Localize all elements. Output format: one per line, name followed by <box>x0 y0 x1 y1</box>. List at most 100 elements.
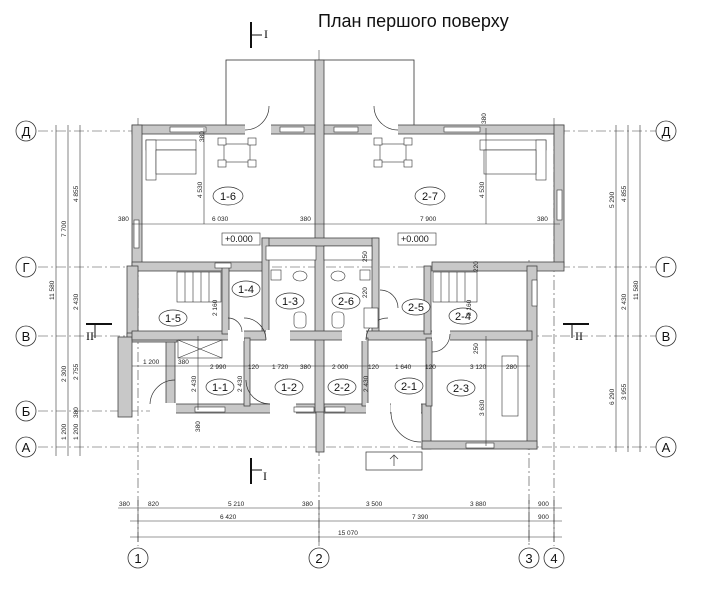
room-2-5: 2-5 <box>401 298 431 316</box>
svg-text:280: 280 <box>506 364 517 371</box>
svg-text:В: В <box>22 329 31 344</box>
axis-4: 4 <box>543 547 565 569</box>
svg-text:2 430: 2 430 <box>191 375 198 392</box>
axis-bubbles-numbers: 1 2 3 4 <box>127 547 565 569</box>
svg-text:1 200: 1 200 <box>73 423 80 440</box>
door-openings <box>150 124 450 414</box>
svg-text:900: 900 <box>538 501 549 508</box>
svg-text:1-2: 1-2 <box>281 382 297 394</box>
svg-text:5 290: 5 290 <box>609 191 616 208</box>
svg-text:3: 3 <box>525 551 532 566</box>
stairs <box>176 271 478 359</box>
section-label-left: II <box>86 329 94 343</box>
svg-text:2-7: 2-7 <box>422 191 438 203</box>
axis-G-left: Г <box>15 256 37 278</box>
axis-D-left: Д <box>15 120 37 142</box>
svg-text:220: 220 <box>473 261 480 272</box>
furniture <box>145 137 547 417</box>
svg-text:3 880: 3 880 <box>470 501 487 508</box>
room-1-5: 1-5 <box>158 309 188 327</box>
svg-text:820: 820 <box>148 501 159 508</box>
svg-text:1-1: 1-1 <box>212 382 228 394</box>
svg-text:2 755: 2 755 <box>73 363 80 380</box>
plan-title: План першого поверху <box>318 11 509 31</box>
section-mark-bottom: I <box>250 458 267 484</box>
svg-text:380: 380 <box>302 501 313 508</box>
svg-text:3 120: 3 120 <box>470 364 487 371</box>
svg-text:250: 250 <box>473 343 480 354</box>
svg-text:Д: Д <box>22 124 31 139</box>
bottom-dimension-lines <box>118 500 562 542</box>
axis-2: 2 <box>308 547 330 569</box>
svg-text:1 720: 1 720 <box>272 364 289 371</box>
svg-text:2 430: 2 430 <box>363 375 370 392</box>
svg-text:6 420: 6 420 <box>220 514 237 521</box>
svg-text:2-3: 2-3 <box>453 383 469 395</box>
svg-text:1-6: 1-6 <box>220 191 236 203</box>
room-1-1: 1-1 <box>205 378 235 396</box>
svg-text:900: 900 <box>538 514 549 521</box>
svg-text:2 000: 2 000 <box>332 364 349 371</box>
room-2-3: 2-3 <box>446 379 476 397</box>
svg-text:2 160: 2 160 <box>466 299 473 316</box>
room-2-1: 2-1 <box>394 377 424 395</box>
svg-text:4 530: 4 530 <box>479 181 486 198</box>
svg-text:Д: Д <box>662 124 671 139</box>
room-1-6: 1-6 <box>212 186 244 206</box>
svg-text:11 580: 11 580 <box>49 280 56 300</box>
axis-D-right: Д <box>655 120 677 142</box>
svg-text:1: 1 <box>134 551 141 566</box>
svg-text:15 070: 15 070 <box>338 530 358 537</box>
svg-text:7 390: 7 390 <box>412 514 429 521</box>
level-right: +0.000 <box>401 234 429 244</box>
svg-text:В: В <box>662 329 671 344</box>
svg-text:380: 380 <box>537 216 548 223</box>
axis-V-left: В <box>15 325 37 347</box>
axis-G-right: Г <box>655 256 677 278</box>
svg-text:Г: Г <box>22 260 29 275</box>
svg-text:380: 380 <box>118 216 129 223</box>
bottom-dimensions: 380 820 5 210 380 3 500 3 880 900 6 420 … <box>119 501 549 537</box>
room-1-4: 1-4 <box>231 280 261 298</box>
svg-text:2: 2 <box>315 551 322 566</box>
axis-bubbles-letters: Д Г В Б А Д Г В А <box>15 120 677 458</box>
svg-text:3 500: 3 500 <box>366 501 383 508</box>
svg-text:380: 380 <box>73 407 80 418</box>
section-label-bottom: I <box>263 469 267 483</box>
svg-text:4 855: 4 855 <box>73 185 80 202</box>
level-marks: +0.000 +0.000 <box>221 232 437 246</box>
section-mark-right: II <box>563 323 589 343</box>
axis-3: 3 <box>518 547 540 569</box>
svg-text:7 900: 7 900 <box>420 216 437 223</box>
svg-text:4 530: 4 530 <box>197 181 204 198</box>
svg-text:380: 380 <box>300 364 311 371</box>
svg-text:220: 220 <box>362 287 369 298</box>
room-1-3: 1-3 <box>275 292 305 310</box>
room-2-4: 2-4 <box>448 307 478 325</box>
svg-text:1 200: 1 200 <box>143 359 160 366</box>
axis-V-right: В <box>655 325 677 347</box>
svg-text:2 990: 2 990 <box>210 364 227 371</box>
svg-text:4 855: 4 855 <box>621 185 628 202</box>
windows <box>133 126 563 449</box>
section-mark-left: II <box>86 323 112 343</box>
svg-text:120: 120 <box>368 364 379 371</box>
svg-text:6 290: 6 290 <box>609 388 616 405</box>
svg-text:380: 380 <box>178 359 189 366</box>
bathroom-fixtures <box>265 245 379 329</box>
svg-text:2 430: 2 430 <box>237 375 244 392</box>
svg-text:Б: Б <box>22 404 31 419</box>
svg-text:2 430: 2 430 <box>73 293 80 310</box>
axis-A-left: А <box>15 436 37 458</box>
level-left: +0.000 <box>225 234 253 244</box>
room-1-2: 1-2 <box>274 378 304 396</box>
svg-text:2 300: 2 300 <box>61 365 68 382</box>
svg-text:380: 380 <box>481 113 488 124</box>
svg-text:120: 120 <box>248 364 259 371</box>
left-dimension-lines <box>55 125 81 456</box>
svg-text:2-2: 2-2 <box>334 382 350 394</box>
svg-text:2-5: 2-5 <box>408 302 424 314</box>
svg-text:Г: Г <box>662 260 669 275</box>
svg-text:1-5: 1-5 <box>165 313 181 325</box>
